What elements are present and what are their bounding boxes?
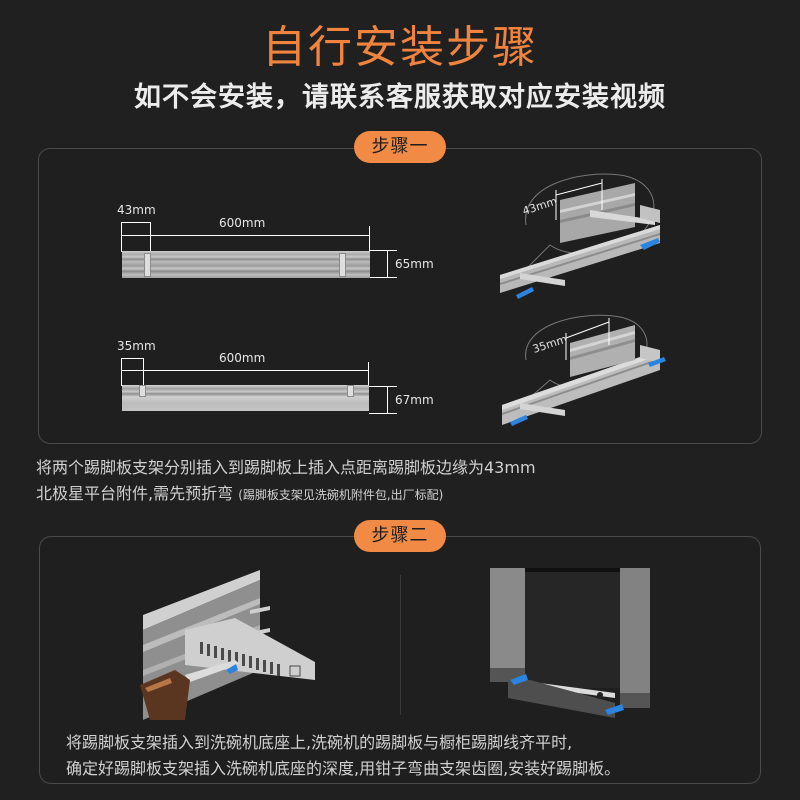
- kickboard-rail-65: [122, 251, 370, 278]
- page-title: 自行安装步骤: [262, 22, 538, 73]
- height-line: [387, 250, 388, 277]
- iso-illustration-bottom: 35mm: [502, 314, 666, 426]
- step2-description-line2: 确定好踢脚板支架插入洗碗机底座的深度,用钳子弯曲支架齿圈,安装好踢脚板。: [66, 759, 621, 778]
- iso-dimension-label: 35mm: [531, 333, 569, 356]
- height-bottom-tick: [369, 413, 397, 414]
- iso-illustration-top: 43mm: [500, 173, 660, 299]
- step1-description-line1: 将两个踢脚板支架分别插入到踢脚板上插入点距离踢脚板边缘为43mm: [36, 458, 536, 477]
- step1-badge: 步骤一: [354, 131, 446, 163]
- offset-dimension-label: 43mm: [117, 203, 156, 217]
- offset-box-top: [121, 358, 143, 359]
- offset-box-right: [143, 358, 144, 386]
- height-line: [387, 386, 388, 413]
- step2-badge: 步骤二: [354, 520, 446, 552]
- height-bottom-tick: [370, 277, 397, 278]
- height-top-tick: [369, 386, 397, 387]
- kickboard-rail-67: [122, 385, 369, 411]
- bracket-clip: [339, 253, 346, 277]
- dishwasher-illustration: [490, 568, 650, 718]
- length-dimension-label: 600mm: [219, 216, 266, 230]
- step2-description-line1: 将踢脚板支架插入到洗碗机底座上,洗碗机的踢脚板与橱柜踢脚线齐平时,: [66, 733, 573, 752]
- height-dimension-label: 65mm: [395, 257, 434, 271]
- pliers-bracket-illustration: [140, 570, 315, 720]
- offset-dimension-label: 35mm: [117, 339, 156, 353]
- offset-box-left: [121, 222, 122, 252]
- step2-divider: [400, 575, 401, 715]
- page-subtitle: 如不会安装，请联系客服获取对应安装视频: [134, 82, 666, 113]
- bracket-clip: [139, 385, 146, 397]
- length-dimension-label: 600mm: [219, 351, 266, 365]
- length-line: [121, 370, 369, 371]
- length-end-tick: [369, 226, 370, 251]
- offset-box-right: [150, 222, 151, 252]
- step1-description-line2: 北极星平台附件,需先预折弯 (踢脚板支架见洗碗机附件包,出厂标配): [36, 481, 443, 508]
- step1-description-note: (踢脚板支架见洗碗机附件包,出厂标配): [238, 488, 444, 502]
- bracket-clip: [144, 253, 151, 277]
- height-top-tick: [370, 250, 397, 251]
- iso-dimension-label: 43mm: [521, 195, 559, 218]
- bracket-clip: [347, 385, 354, 397]
- length-line: [121, 235, 370, 236]
- step1-description-main: 北极星平台附件,需先预折弯: [36, 484, 234, 503]
- height-dimension-label: 67mm: [395, 393, 434, 407]
- length-end-tick: [368, 362, 369, 386]
- offset-box-left: [121, 358, 122, 386]
- offset-box-top: [121, 222, 150, 223]
